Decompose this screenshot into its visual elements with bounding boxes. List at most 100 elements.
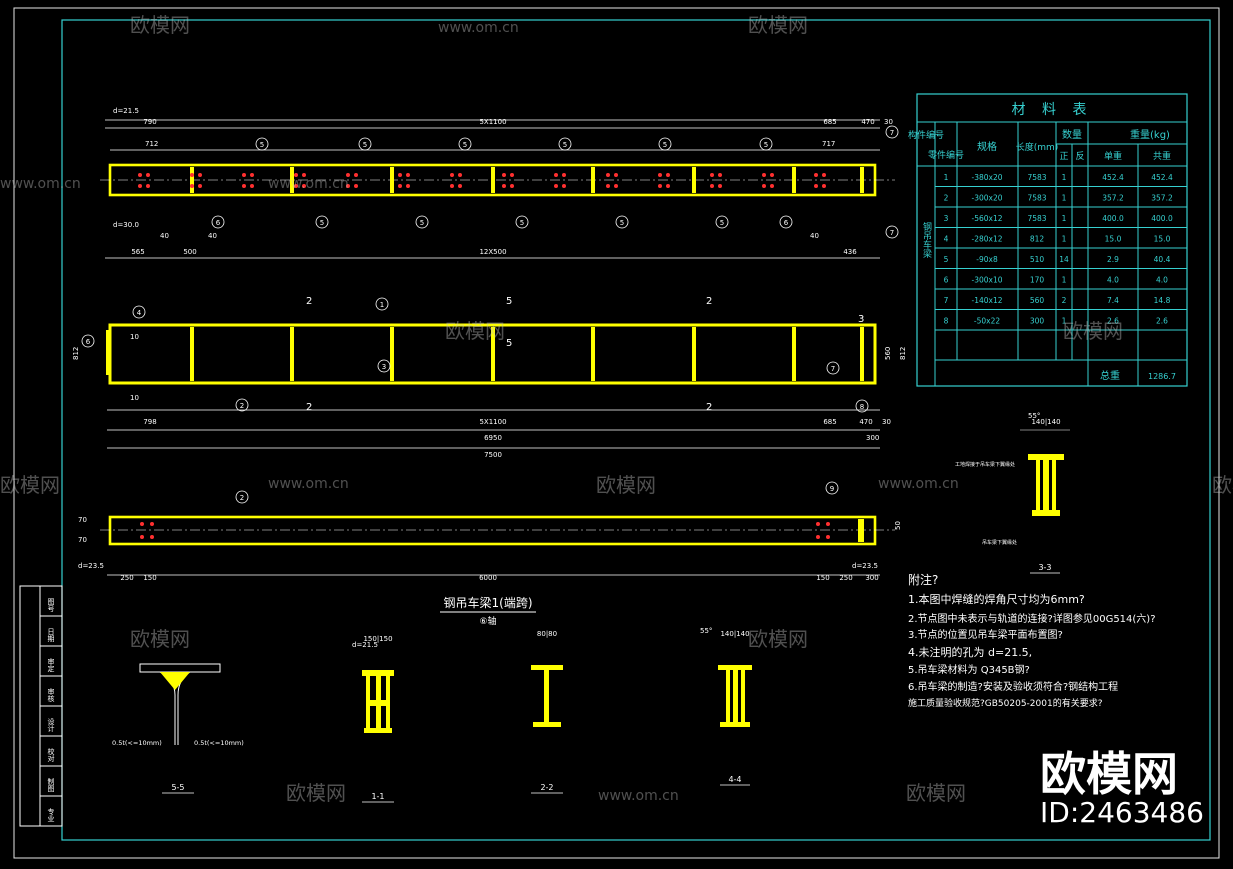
table-cell: 5	[944, 255, 949, 264]
s55-left: 0.5t(<=10mm)	[112, 739, 162, 747]
table-cell: 1	[1062, 194, 1067, 203]
s11-width: 150|150	[363, 635, 392, 643]
note-3: 3.节点的位置见吊车梁平面布置图?	[908, 628, 1063, 641]
balloon-circle	[211, 215, 225, 229]
bolt-hole	[242, 184, 246, 188]
balloon-circle	[132, 305, 146, 319]
table-total-value: 1286.7	[1148, 372, 1176, 381]
wm-id-label: ID:2463486	[1040, 796, 1204, 829]
balloon-label: 3	[382, 363, 386, 371]
wm-brand-10: 欧模网	[286, 781, 346, 805]
table-cell: 170	[1030, 276, 1045, 285]
strip-label-2: 审定	[47, 657, 55, 673]
table-cell: -300x10	[971, 276, 1002, 285]
wm-brand-3: 欧模网	[445, 319, 505, 343]
bolt-hole	[138, 184, 142, 188]
dim-565: 565	[131, 248, 144, 256]
table-cell: 2.9	[1107, 255, 1119, 264]
sec-mark-5-top: 5	[506, 296, 512, 307]
balloon-label: 7	[890, 129, 894, 137]
bolt-hole	[146, 173, 150, 177]
strip-label-0: 图号	[47, 598, 55, 613]
table-cell: 452.4	[1151, 173, 1173, 182]
top-stiffener	[491, 167, 495, 193]
balloon-circle	[81, 334, 95, 348]
wm-url-1: www.om.cn	[438, 20, 519, 36]
hdr-qty-neg: 反	[1075, 151, 1084, 162]
bolt-hole	[458, 184, 462, 188]
bolt-hole	[354, 184, 358, 188]
bolt-hole	[140, 522, 144, 526]
dim-top-right: 685	[823, 118, 836, 126]
table-cell: -280x12	[971, 235, 1002, 244]
note-5: 5.吊车梁材料为 Q345B钢?	[908, 663, 1030, 676]
notes: 附注? 1.本图中焊缝的焊角尺寸均为6mm? 2.节点图中未表示与轨道的连接?详…	[908, 572, 1156, 709]
bolt-hole	[814, 184, 818, 188]
balloon-circle	[235, 398, 249, 412]
dim-elev-left: 798	[143, 418, 156, 426]
wm-big-brand: 欧模网	[1040, 747, 1178, 801]
balloon-label: 5	[764, 141, 768, 149]
bolt-hole	[346, 184, 350, 188]
balloon-label: 5	[463, 141, 467, 149]
bolt-hole	[406, 184, 410, 188]
bolt-hole	[606, 184, 610, 188]
note-4: 4.未注明的孔为 d=21.5,	[908, 645, 1032, 659]
bolt-hole	[710, 173, 714, 177]
strip-label-7: 专业	[47, 807, 55, 822]
dim-500: 500	[183, 248, 196, 256]
sec-mark-2-bot-b: 2	[706, 402, 712, 413]
s33-note-1: 工地焊接于吊车梁下翼缘处	[955, 461, 1015, 468]
section-3-3: 140|140 55° 工地焊接于吊车梁下翼缘处 吊车梁下翼缘处 3-3	[955, 412, 1070, 574]
balloon-label: 8	[860, 403, 864, 411]
s55-right: 0.5t(<=10mm)	[194, 739, 244, 747]
dim-436: 436	[843, 248, 857, 256]
wm-url-5: www.om.cn	[878, 476, 959, 492]
section-1-1: d=21.5 150|150 1-1	[352, 635, 394, 803]
balloon-label: 1	[380, 301, 384, 309]
balloon-circle	[458, 137, 472, 151]
bolt-hole	[710, 184, 714, 188]
balloon-circle	[235, 490, 249, 504]
table-total-label: 总重	[1100, 369, 1120, 382]
balloon-circle	[615, 215, 629, 229]
bottom-flange-outline	[108, 515, 877, 546]
balloon-label: 7	[831, 365, 835, 373]
table-cell: 2.6	[1107, 317, 1119, 326]
section-5-5: 0.5t(<=10mm) 0.5t(<=10mm) 5-5	[112, 663, 244, 794]
notes-title: 附注?	[908, 572, 938, 587]
table-cell: 1	[1062, 173, 1067, 182]
table-cell: 4	[944, 235, 949, 244]
table-cell: 357.2	[1151, 194, 1173, 203]
bolt-hole	[814, 173, 818, 177]
table-cell: 1	[1062, 317, 1067, 326]
bolt-hole	[822, 184, 826, 188]
bolt-hole	[502, 184, 506, 188]
s33-width: 140|140	[1031, 418, 1060, 426]
bolt-hole	[666, 184, 670, 188]
elevation-stiffener	[692, 327, 696, 381]
table-cell: 2.6	[1156, 317, 1168, 326]
dim-bot-50: 50	[894, 521, 902, 530]
dim-elev-300: 300	[866, 434, 879, 442]
inner-frame	[61, 19, 1211, 841]
s22-label: 2-2	[540, 783, 553, 792]
balloon-circle	[415, 215, 429, 229]
top-stiffener	[591, 167, 595, 193]
balloon-label: 4	[137, 309, 142, 317]
balloon-label: 5	[320, 219, 324, 227]
bolt-hole	[302, 173, 306, 177]
dim-bot-70-b: 70	[78, 536, 87, 544]
hdr-length: 长度(mm)	[1016, 141, 1059, 153]
balloon-label: 5	[563, 141, 567, 149]
bolt-hole	[302, 184, 306, 188]
elevation-stiffener	[860, 327, 864, 381]
hdr-unit-wt: 单重	[1104, 150, 1122, 162]
wm-brand-6: 欧模网	[596, 473, 656, 497]
elevation-stiffener	[290, 327, 294, 381]
balloon-label: 6	[784, 219, 789, 227]
bolt-hole	[146, 184, 150, 188]
table-cell: 8	[944, 317, 949, 326]
s44-width: 140|140	[720, 630, 749, 638]
top-stiffener	[860, 167, 864, 193]
